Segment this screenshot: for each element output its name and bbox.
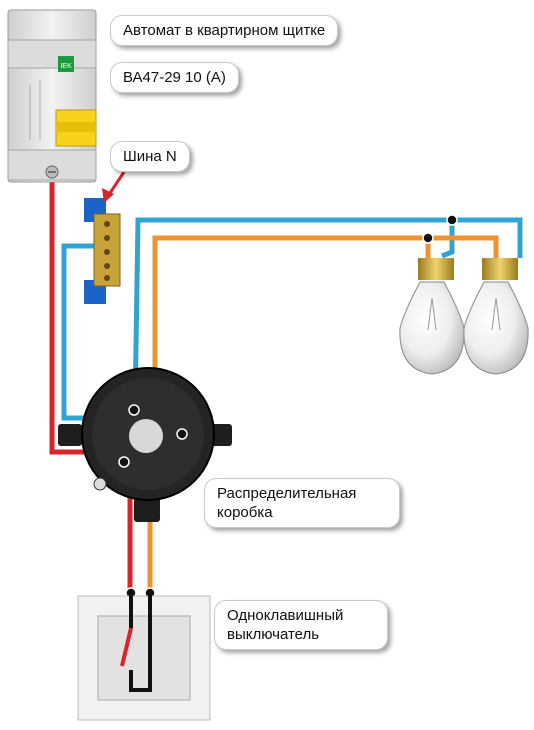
switch-label-line2: выключатель bbox=[227, 626, 320, 643]
wall-switch-icon bbox=[77, 593, 211, 721]
circuit-breaker-icon: IEK bbox=[7, 9, 97, 183]
switch-label-line1: Одноклавишный bbox=[227, 607, 344, 624]
breaker-title-label: Автомат в квартирном щитке bbox=[110, 15, 339, 46]
breaker-model-label: ВА47-29 10 (А) bbox=[110, 62, 239, 93]
junction-box-label: Распределительная коробка bbox=[204, 478, 400, 528]
neutral-wire-box-to-lamps bbox=[132, 217, 523, 411]
breaker-brand-text: IEK bbox=[60, 63, 72, 70]
neutral-bus-label: Шина N bbox=[110, 141, 190, 172]
junction-box-label-line1: Распределительная bbox=[217, 485, 357, 502]
neutral-bus-icon bbox=[84, 198, 121, 304]
switch-label: Одноклавишный выключатель bbox=[214, 600, 388, 650]
junction-box-label-line2: коробка bbox=[217, 504, 273, 521]
light-bulb-icon bbox=[399, 258, 465, 375]
arrow-icon bbox=[102, 171, 126, 203]
neutral-wire-lamp1 bbox=[441, 220, 455, 259]
light-bulb-icon bbox=[463, 258, 529, 375]
